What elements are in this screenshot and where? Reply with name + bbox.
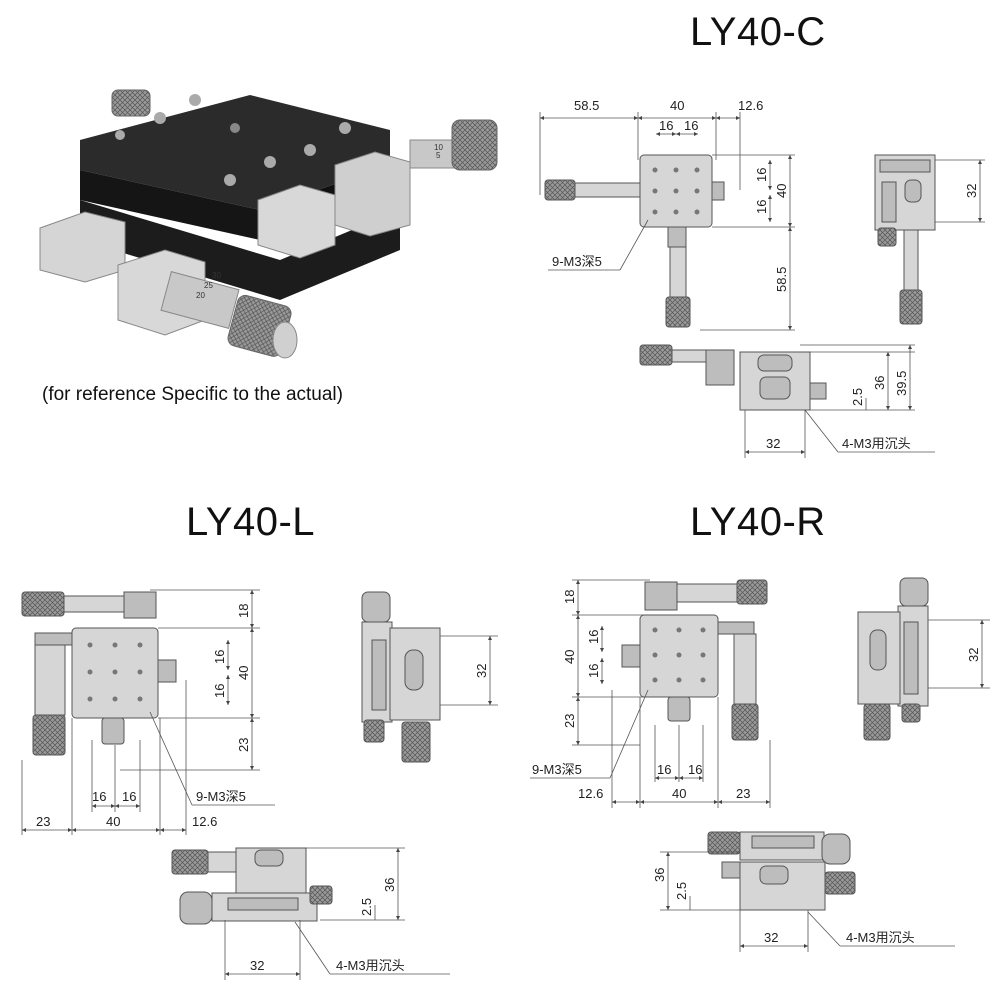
l-cs-note: 4-M3用沉头 [336, 958, 405, 973]
product-photo: 5 10 20 25 30 [39, 89, 498, 359]
l-dim-2-5: 2.5 [359, 898, 374, 916]
c-dim-16-b: 16 [684, 118, 698, 133]
l-dim-16-b: 16 [212, 684, 227, 698]
r-dim-32-bottom: 32 [764, 930, 778, 945]
l-dim-16-d: 16 [122, 789, 136, 804]
r-cs-note: 4-M3用沉头 [846, 930, 915, 945]
c-dim-32-bottom: 32 [766, 436, 780, 451]
reference-caption: (for reference Specific to the actual) [42, 384, 343, 405]
title-ly40-l: LY40-L [186, 500, 316, 544]
c-dim-36: 36 [872, 376, 887, 390]
r-dim-12-6: 12.6 [578, 786, 603, 801]
l-hole-note: 9-M3深5 [196, 789, 246, 804]
r-dim-23-v: 23 [562, 714, 577, 728]
r-dim-16-d: 16 [688, 762, 702, 777]
l-dim-32-side: 32 [474, 664, 489, 678]
l-dim-32-bottom: 32 [250, 958, 264, 973]
r-dim-16-c: 16 [657, 762, 671, 777]
l-dim-18: 18 [236, 604, 251, 618]
c-dim-40-right: 40 [774, 184, 789, 198]
ly40-r-top-view: 18 16 40 16 23 9-M3深5 16 16 12.6 40 23 [530, 579, 771, 808]
ly40-r-side-view: 32 [857, 577, 990, 741]
ly40-c-top-view: 58.5 40 12.6 16 16 16 40 16 58.5 [539, 98, 795, 331]
l-dim-23-h: 23 [36, 814, 50, 829]
l-dim-12-6: 12.6 [192, 814, 217, 829]
photo-scale-5: 5 [436, 151, 441, 160]
c-dim-16-a: 16 [659, 118, 673, 133]
ly40-l-side-view: 32 [361, 591, 498, 763]
ly40-c-front-view: 36 39.5 2.5 32 4-M3用沉头 [639, 344, 935, 458]
l-dim-40-h: 40 [106, 814, 120, 829]
ly40-c-side-view: 32 [874, 154, 985, 325]
photo-scale-30: 30 [212, 271, 221, 280]
ly40-r-front-view: 36 2.5 32 4-M3用沉头 [652, 831, 955, 952]
c-dim-40-top: 40 [670, 98, 684, 113]
l-dim-16-a: 16 [212, 650, 227, 664]
c-cs-note: 4-M3用沉头 [842, 436, 911, 451]
c-dim-16-right-b: 16 [754, 200, 769, 214]
r-dim-40: 40 [562, 650, 577, 664]
l-dim-40: 40 [236, 666, 251, 680]
title-ly40-c: LY40-C [690, 10, 826, 54]
r-dim-36: 36 [652, 868, 667, 882]
ly40-l-top-view: 18 16 40 16 23 16 16 23 40 12.6 9-M3深5 [21, 589, 275, 835]
r-dim-23-h: 23 [736, 786, 750, 801]
l-dim-23-v: 23 [236, 738, 251, 752]
r-hole-note: 9-M3深5 [532, 762, 582, 777]
r-dim-40-h: 40 [672, 786, 686, 801]
r-dim-16-a: 16 [586, 630, 601, 644]
title-ly40-r: LY40-R [690, 500, 826, 544]
l-dim-16-c: 16 [92, 789, 106, 804]
c-dim-32-side: 32 [964, 184, 979, 198]
c-dim-2-5: 2.5 [850, 388, 865, 406]
photo-scale-25: 25 [204, 281, 213, 290]
ly40-l-front-view: 36 2.5 32 4-M3用沉头 [171, 847, 450, 980]
c-dim-58-5-top: 58.5 [574, 98, 599, 113]
c-dim-16-right-a: 16 [754, 168, 769, 182]
photo-scale-10: 10 [434, 143, 443, 152]
c-dim-39-5: 39.5 [894, 371, 909, 396]
r-dim-32-side: 32 [966, 648, 981, 662]
r-dim-16-b: 16 [586, 664, 601, 678]
c-dim-58-5-down: 58.5 [774, 267, 789, 292]
r-dim-2-5: 2.5 [674, 882, 689, 900]
c-dim-12-6: 12.6 [738, 98, 763, 113]
c-hole-note: 9-M3深5 [552, 254, 602, 269]
r-dim-18: 18 [562, 590, 577, 604]
l-dim-36: 36 [382, 878, 397, 892]
photo-scale-20: 20 [196, 291, 205, 300]
